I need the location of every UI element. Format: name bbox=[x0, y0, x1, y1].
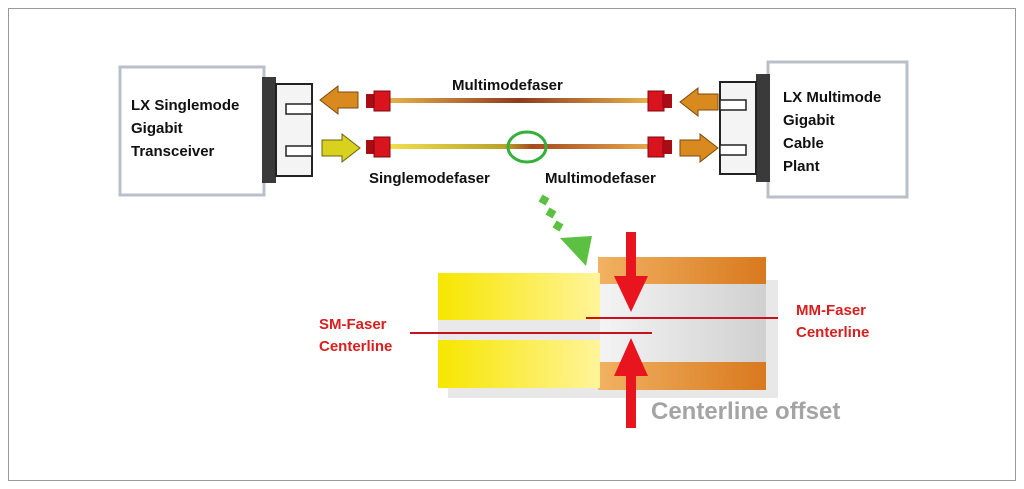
left-transceiver-box bbox=[118, 65, 266, 197]
right-box-line-3: Cable bbox=[783, 135, 824, 152]
right-box-line-2: Gigabit bbox=[783, 112, 835, 129]
offset-arrow-up bbox=[614, 338, 648, 428]
bottom-left-fiber-label: Singlemodefaser bbox=[369, 170, 490, 187]
right-box-line-1: LX Multimode bbox=[783, 89, 881, 106]
zoom-arrow bbox=[538, 194, 592, 266]
connector-bottom-left bbox=[366, 136, 391, 158]
left-box-line-3: Transceiver bbox=[131, 143, 215, 160]
left-port-housing bbox=[262, 77, 313, 183]
arrow-right-bottom-right bbox=[679, 132, 719, 164]
connector-top-left bbox=[366, 90, 391, 112]
centerline-offset-label: Centerline offset bbox=[651, 398, 840, 425]
left-box-line-2: Gigabit bbox=[131, 120, 183, 137]
mm-fiber-core bbox=[598, 284, 766, 362]
right-box-line-4: Plant bbox=[783, 158, 820, 175]
offset-arrow-down bbox=[614, 232, 648, 312]
mm-label-line-2: Centerline bbox=[796, 324, 869, 341]
mm-label-line-1: MM-Faser bbox=[796, 302, 866, 319]
connector-bottom-right bbox=[647, 136, 672, 158]
arrow-right-bottom-left bbox=[321, 132, 361, 164]
right-port-housing bbox=[719, 74, 770, 182]
top-fiber-label: Multimodefaser bbox=[452, 77, 563, 94]
arrow-left-top bbox=[319, 84, 359, 116]
splice-highlight-ring bbox=[506, 130, 548, 164]
sm-label-line-1: SM-Faser bbox=[319, 316, 387, 333]
bottom-right-fiber-label: Multimodefaser bbox=[545, 170, 656, 187]
connector-top-right bbox=[647, 90, 672, 112]
left-box-line-1: LX Singlemode bbox=[131, 97, 239, 114]
right-cable-plant-box bbox=[766, 60, 909, 199]
top-fiber-line bbox=[388, 98, 650, 103]
bottom-fiber-line bbox=[388, 144, 650, 149]
arrow-left-top-right bbox=[679, 86, 719, 118]
sm-fiber-core bbox=[438, 320, 600, 340]
sm-label-line-2: Centerline bbox=[319, 338, 392, 355]
